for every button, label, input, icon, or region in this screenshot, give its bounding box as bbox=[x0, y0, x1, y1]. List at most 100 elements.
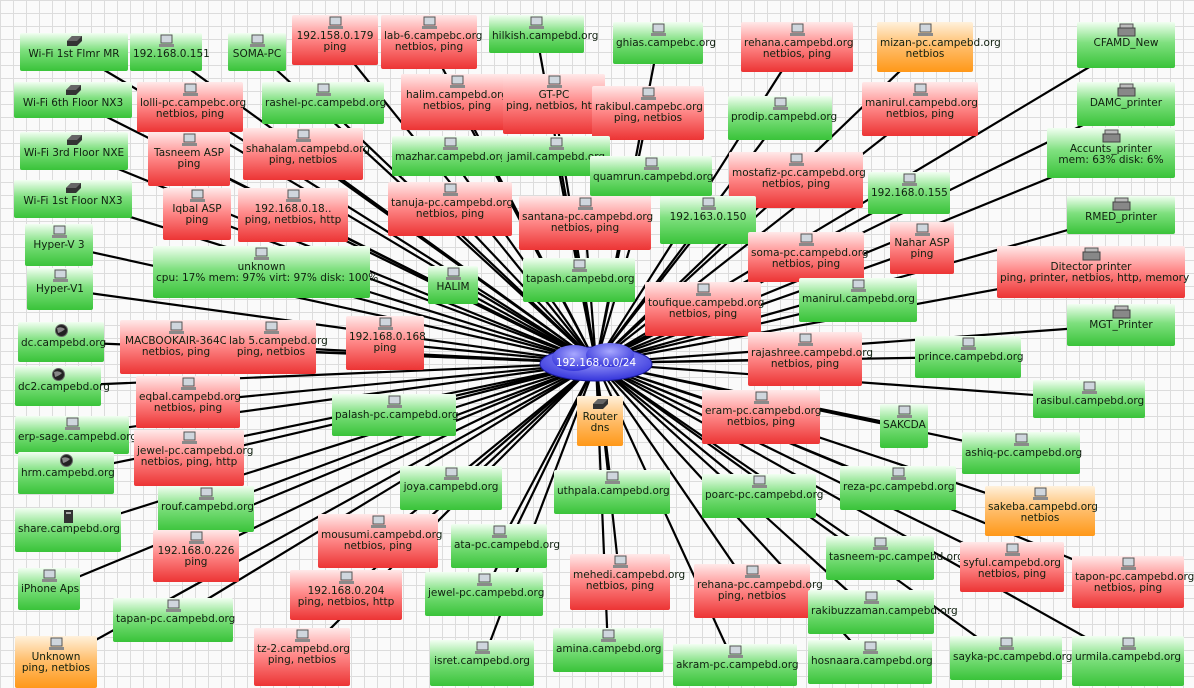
device-name: jewel-pc.campebd.org bbox=[428, 587, 545, 599]
device-node[interactable]: erp-sage.campebd.org bbox=[15, 416, 137, 454]
device-node[interactable]: Wi-Fi 1st Flmr MR bbox=[20, 33, 128, 71]
device-node[interactable]: hrm.campebd.org bbox=[18, 452, 115, 494]
device-node[interactable]: ata-pc.campebd.org bbox=[451, 524, 560, 568]
subnet-cloud-icon[interactable] bbox=[536, 340, 656, 384]
device-node[interactable]: HALIM bbox=[428, 266, 478, 304]
device-node[interactable]: tasneem-pc.campebd.org bbox=[826, 536, 964, 580]
device-node[interactable]: joya.campebd.org bbox=[400, 466, 502, 510]
computer-icon bbox=[896, 405, 912, 418]
device-node[interactable]: amina.campebd.org bbox=[553, 628, 663, 672]
device-node[interactable]: SOMA-PC bbox=[228, 33, 286, 71]
device-node[interactable]: rashel-pc.campebd.org bbox=[262, 82, 386, 124]
device-node[interactable]: dc2.campebd.org bbox=[15, 366, 110, 406]
device-node[interactable]: share.campebd.org bbox=[15, 508, 121, 552]
device-node[interactable]: sayka-pc.campebd.org bbox=[950, 636, 1072, 680]
device-node[interactable]: prince.campebd.org bbox=[915, 336, 1024, 378]
device-node[interactable]: Hyper-V1 bbox=[27, 268, 93, 310]
device-node[interactable]: Wi-Fi 3rd Floor NXE bbox=[20, 132, 128, 170]
device-node[interactable]: rasibul.campebd.org bbox=[1033, 380, 1145, 418]
device-node[interactable]: 192.168.0.155 bbox=[868, 172, 950, 214]
device-node[interactable]: tapan-pc.campebd.org bbox=[113, 598, 235, 642]
device-node[interactable]: Hyper-V 3 bbox=[25, 224, 93, 266]
device-node[interactable]: uthpala.campebd.org bbox=[554, 470, 670, 514]
device-node[interactable]: MGT_Printer bbox=[1067, 304, 1175, 346]
computer-icon bbox=[640, 87, 656, 100]
device-node[interactable]: jewel-pc.campebd.org bbox=[425, 572, 545, 616]
device-node[interactable]: ghias.campebc.org bbox=[613, 22, 716, 64]
device-node[interactable]: poarc-pc.campebd.org bbox=[702, 474, 823, 518]
device-node[interactable]: hosnaara.campebd.org bbox=[808, 640, 933, 684]
device-node[interactable]: RMED_printer bbox=[1067, 196, 1175, 234]
device-node[interactable]: isret.campebd.org bbox=[430, 640, 534, 686]
device-node[interactable]: quamrun.campebd.org bbox=[590, 156, 713, 196]
device-node[interactable]: Wi-Fi 6th Floor NX3 bbox=[14, 82, 132, 118]
device-status: ping, netbios bbox=[268, 154, 338, 166]
device-node[interactable]: urmila.campebd.org bbox=[1072, 636, 1184, 686]
computer-icon bbox=[862, 641, 878, 654]
device-node[interactable]: hilkish.campebd.org bbox=[489, 15, 598, 53]
device-node[interactable]: rakibuzzaman.campebd.org bbox=[808, 590, 958, 634]
device-node[interactable]: CFAMD_New bbox=[1077, 22, 1175, 68]
device-node[interactable]: reza-pc.campebd.org bbox=[840, 466, 956, 510]
device-node[interactable]: 192.168.0.151 bbox=[130, 33, 210, 71]
device-node[interactable]: rouf.campebd.org bbox=[158, 486, 254, 532]
device-node[interactable]: DAMC_printer bbox=[1077, 82, 1175, 126]
device-node[interactable]: tapash.campebd.org bbox=[523, 258, 635, 302]
device-node[interactable]: SAKCDA bbox=[880, 404, 928, 448]
device-node[interactable]: manirul.campebd.org bbox=[799, 278, 917, 322]
device-node[interactable]: dc.campebd.org bbox=[18, 322, 106, 362]
device-node[interactable]: ashiq-pc.campebd.org bbox=[962, 432, 1082, 474]
device-node[interactable]: iPhone Aps bbox=[18, 568, 80, 610]
computer-icon bbox=[1013, 433, 1029, 446]
device-node[interactable]: Wi-Fi 1st Floor NX3 bbox=[14, 180, 132, 218]
device-node[interactable]: akram-pc.campebd.org bbox=[673, 644, 799, 686]
device-node[interactable]: 192.168.0.18..ping, netbios, http bbox=[238, 188, 348, 242]
device-name: 192.168.0.151 bbox=[133, 48, 210, 60]
link-line bbox=[48, 361, 597, 591]
computer-icon bbox=[612, 555, 628, 568]
device-node[interactable]: 192.163.0.150 bbox=[660, 196, 756, 244]
device-node[interactable]: prodip.campebd.org bbox=[728, 96, 837, 140]
device-node[interactable]: palash-pc.campebd.org bbox=[332, 394, 459, 436]
device-node[interactable]: mazhar.campebd.org bbox=[392, 136, 508, 176]
device-name: SOMA-PC bbox=[232, 48, 282, 60]
